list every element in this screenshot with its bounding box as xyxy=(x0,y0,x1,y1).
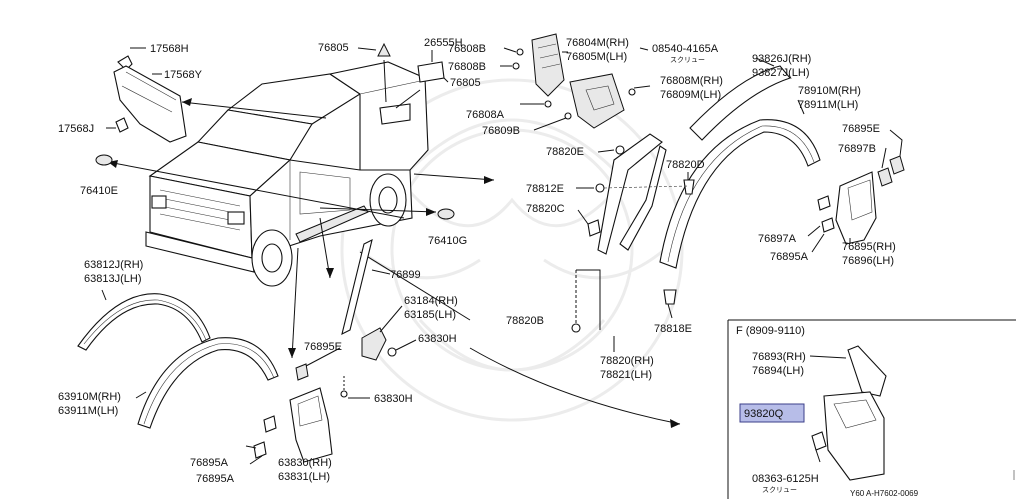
label-76895e-1: 76895E xyxy=(842,123,880,135)
part-63812j-flare[interactable] xyxy=(77,289,211,351)
label-76895a-2: 76895A xyxy=(190,457,229,469)
label-63813j: 63813J(LH) xyxy=(84,273,141,285)
label-76895a-3: 76895A xyxy=(196,473,235,485)
label-78820e: 78820E xyxy=(546,146,584,158)
part-78820-strip[interactable] xyxy=(576,133,695,255)
label-63831lh: 63831(LH) xyxy=(278,471,330,483)
label-63830h-1: 63830H xyxy=(418,333,457,345)
leader-lines xyxy=(107,59,681,425)
arrowheads xyxy=(108,98,680,428)
label-26555h: 26555H xyxy=(424,37,463,49)
label-63910m: 63910M(RH) xyxy=(58,391,121,403)
part-76410e[interactable] xyxy=(95,154,113,166)
label-63830rh: 63830(RH) xyxy=(278,457,332,469)
label-76895a-1: 76895A xyxy=(770,251,809,263)
label-76410g: 76410G xyxy=(428,235,467,247)
label-93827j: 93827J(LH) xyxy=(752,67,809,79)
label-78820d: 78820D xyxy=(666,159,705,171)
label-08540: 08540-4165A xyxy=(652,43,719,55)
label-76893: 76893(RH) xyxy=(752,351,806,363)
part-76410g[interactable] xyxy=(437,208,455,220)
label-63812j: 63812J(RH) xyxy=(84,259,143,271)
label-78820rh: 78820(RH) xyxy=(600,355,654,367)
part-63830-mudflap[interactable] xyxy=(245,347,370,465)
inset-panel: F (8909-9110) 76893(RH) 76894(LH) 93820Q… xyxy=(727,319,1016,499)
part-63910m-flare[interactable] xyxy=(135,337,279,429)
label-76809b: 76809B xyxy=(482,125,520,137)
label-08540-screw: スクリュー xyxy=(670,56,705,64)
part-76805-group[interactable] xyxy=(357,42,449,83)
part-93820q-mudflap[interactable] xyxy=(809,345,887,481)
label-93820q[interactable]: 93820Q xyxy=(744,408,784,420)
label-76410e: 76410E xyxy=(80,185,118,197)
label-76805-a: 76805 xyxy=(318,42,349,54)
inset-title: F (8909-9110) xyxy=(736,325,805,337)
label-78820c: 78820C xyxy=(526,203,565,215)
label-63830h-2: 63830H xyxy=(374,393,413,405)
label-76805m: 76805M(LH) xyxy=(566,51,627,63)
label-78818e: 78818E xyxy=(654,323,692,335)
label-76808b-2: 76808B xyxy=(448,61,486,73)
label-76894: 76894(LH) xyxy=(752,365,804,377)
label-93826j: 93826J(RH) xyxy=(752,53,811,65)
label-78820b: 78820B xyxy=(506,315,544,327)
highlight-93820q[interactable] xyxy=(739,403,805,423)
label-76897b: 76897B xyxy=(838,143,876,155)
label-76895e-2: 76895E xyxy=(304,341,342,353)
footer-code: Y60 A-H7602-0069 xyxy=(850,489,919,498)
label-63185: 63185(LH) xyxy=(404,309,456,321)
label-17568h: 17568H xyxy=(150,43,189,55)
label-78910m: 78910M(RH) xyxy=(798,85,861,97)
part-76804m-group[interactable] xyxy=(500,33,651,131)
label-76809m: 76809M(LH) xyxy=(660,89,721,101)
part-78820b-group[interactable] xyxy=(571,269,677,352)
part-76895-mudflap[interactable] xyxy=(807,129,905,253)
label-76805-b: 76805 xyxy=(450,77,481,89)
part-17568-group[interactable] xyxy=(106,47,187,143)
truck-illustration xyxy=(145,61,429,287)
label-63911m: 63911M(LH) xyxy=(58,405,118,417)
label-17568y: 17568Y xyxy=(164,69,203,81)
label-76897a: 76897A xyxy=(758,233,797,245)
label-76808m: 76808M(RH) xyxy=(660,75,723,87)
label-78812e: 78812E xyxy=(526,183,564,195)
label-08363: 08363-6125H xyxy=(752,473,819,485)
label-08363-screw: スクリュー xyxy=(762,486,797,494)
label-78821lh: 78821(LH) xyxy=(600,369,652,381)
label-76895rh: 76895(RH) xyxy=(842,241,896,253)
label-17568j: 17568J xyxy=(58,123,94,135)
label-78911m: 78911M(LH) xyxy=(798,99,858,111)
label-63184: 63184(RH) xyxy=(404,295,458,307)
label-76804m: 76804M(RH) xyxy=(566,37,629,49)
label-76808a: 76808A xyxy=(466,109,505,121)
part-76899-strip[interactable] xyxy=(341,238,391,336)
part-63184-bracket[interactable] xyxy=(361,305,417,361)
label-76896lh: 76896(LH) xyxy=(842,255,894,267)
label-76899: 76899 xyxy=(390,269,421,281)
label-76808b-1: 76808B xyxy=(448,43,486,55)
